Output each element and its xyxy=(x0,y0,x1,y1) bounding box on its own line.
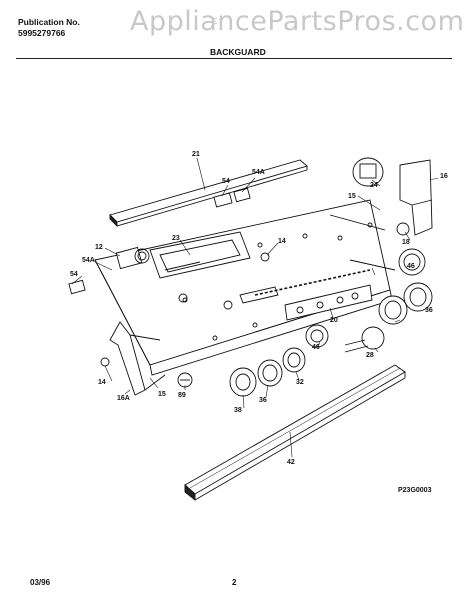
callout-15-left: 15 xyxy=(158,391,166,398)
part-21-trim-strip xyxy=(109,159,308,228)
part-14-fastener xyxy=(100,252,270,367)
callout-46-right: 46 xyxy=(407,263,415,270)
footer-date: 03/96 xyxy=(30,578,51,587)
part-89-screw xyxy=(177,372,193,388)
callout-20: 20 xyxy=(330,317,338,324)
callout-54a-left: 54A xyxy=(82,257,95,264)
callout-38: 38 xyxy=(234,407,242,414)
publication-number: 5995279766 xyxy=(18,28,66,38)
callout-16a: 16A xyxy=(117,395,130,402)
callout-21: 21 xyxy=(192,151,200,158)
callout-46-center: 46 xyxy=(312,344,320,351)
part-54-connector-left xyxy=(68,279,86,295)
leader-lines xyxy=(71,157,439,458)
part-46-knob-center xyxy=(305,324,329,348)
model-number-partial: E xyxy=(212,17,218,26)
callout-54: 54 xyxy=(222,178,230,185)
callout-89: 89 xyxy=(178,392,186,399)
callout-18: 18 xyxy=(402,239,410,246)
callout-12: 12 xyxy=(95,244,103,251)
watermark: AppliancePartsPros.com xyxy=(130,6,465,37)
part-36-knob-left xyxy=(257,359,283,387)
callout-42: 42 xyxy=(287,459,295,466)
part-36-knob-right xyxy=(378,282,433,325)
callout-16: 16 xyxy=(440,173,448,180)
part-38-knob xyxy=(229,367,257,397)
callout-54-left: 54 xyxy=(70,271,78,278)
callout-14-top: 14 xyxy=(278,238,286,245)
callout-28: 28 xyxy=(366,352,374,359)
publication-label: Publication No. xyxy=(18,17,80,27)
part-42-lower-trim xyxy=(184,364,406,501)
callout-labels: 21 54 54A 23 14 12 54A 54 16 15 24 18 46… xyxy=(70,151,448,494)
part-16A-end-bracket-left xyxy=(109,321,166,396)
part-18-grommet xyxy=(396,222,410,236)
callout-14-left: 14 xyxy=(98,379,106,386)
section-title: BACKGUARD xyxy=(210,47,266,57)
callout-36-right: 36 xyxy=(425,307,433,314)
part-32-knob xyxy=(282,347,306,373)
part-20-control-board xyxy=(254,269,373,321)
callout-24: 24 xyxy=(370,182,378,189)
diagram-code: P23G0003 xyxy=(398,487,432,494)
callout-32: 32 xyxy=(296,379,304,386)
callout-36-left: 36 xyxy=(259,397,267,404)
part-12-switch xyxy=(115,246,150,270)
part-46-knob xyxy=(398,248,426,276)
part-28-rotary-switch xyxy=(344,326,385,353)
part-24-switch xyxy=(352,157,384,187)
callout-15-top: 15 xyxy=(348,193,356,200)
backguard-control-panel xyxy=(94,199,396,376)
part-54-connector-top xyxy=(213,187,251,208)
callout-23: 23 xyxy=(172,235,180,242)
header-rule xyxy=(16,58,452,59)
part-16-end-bracket-right xyxy=(399,159,433,236)
footer-page-number: 2 xyxy=(232,578,237,587)
callout-54a-top: 54A xyxy=(252,169,265,176)
